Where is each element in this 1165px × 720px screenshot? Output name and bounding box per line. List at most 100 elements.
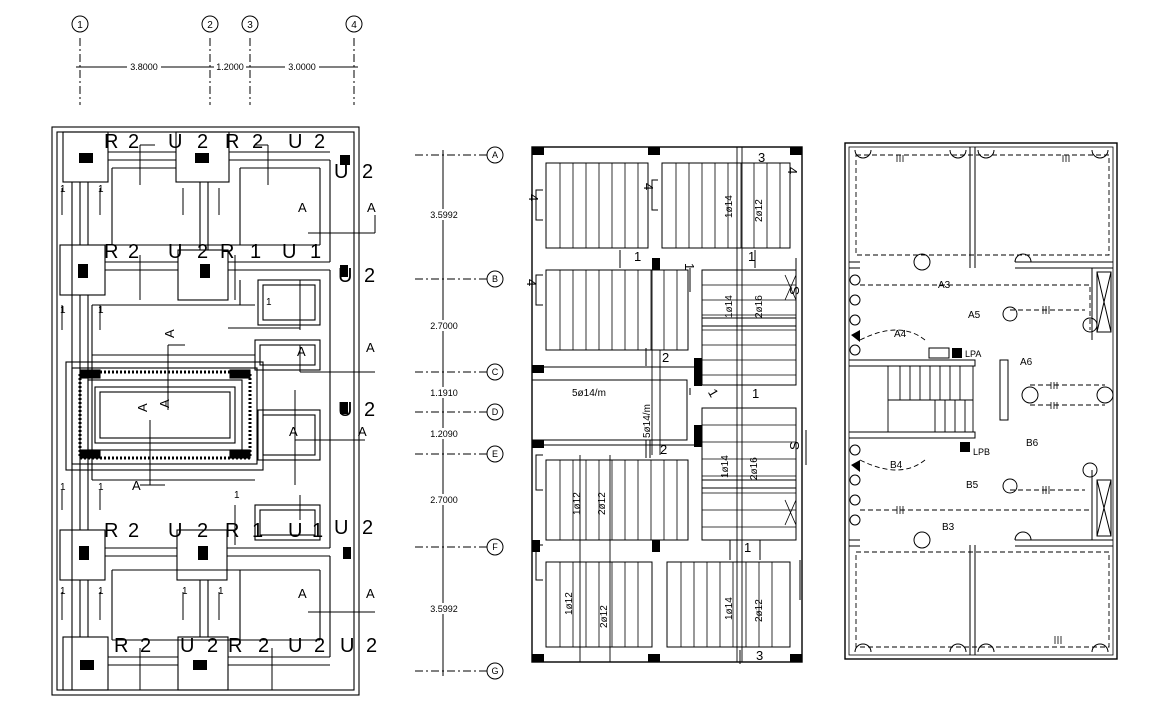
beam-mark: 1 bbox=[98, 586, 104, 597]
footing-tag: U bbox=[334, 517, 348, 539]
footing-tag: R bbox=[114, 635, 128, 657]
footing-tag: 2 bbox=[362, 517, 373, 539]
footing-tag: 2 bbox=[314, 131, 325, 153]
rebar-label: 1ø12 bbox=[572, 492, 583, 515]
dimension-text: 2.7000 bbox=[430, 321, 458, 331]
footing-tag: 2 bbox=[364, 399, 375, 421]
rebar-label: 2ø12 bbox=[754, 599, 765, 622]
beam-mark: 1 bbox=[98, 184, 104, 195]
circuit-label: B6 bbox=[1026, 438, 1039, 449]
slab-number: 4 bbox=[524, 279, 539, 286]
beam-mark: 1 bbox=[60, 586, 66, 597]
beam-mark: 1 bbox=[98, 482, 104, 493]
pit-rooms bbox=[91, 279, 321, 541]
footing-tag: U bbox=[340, 635, 354, 657]
slab-columns bbox=[532, 147, 802, 662]
rebar-label: 1ø12 bbox=[564, 592, 575, 615]
footing-tag: U bbox=[288, 131, 302, 153]
dimension-text: 3.8000 bbox=[130, 62, 158, 72]
section-mark: A bbox=[297, 344, 306, 359]
ground-beams bbox=[71, 151, 331, 690]
panel-label: LPB bbox=[973, 447, 990, 457]
section-mark: A bbox=[132, 478, 141, 493]
dimension-text: 3.5992 bbox=[430, 604, 458, 614]
grid-label: F bbox=[492, 542, 498, 552]
dimension-text: 3.5992 bbox=[430, 210, 458, 220]
beam-mark: 1 bbox=[60, 482, 66, 493]
beam-mark: 1 bbox=[182, 586, 188, 597]
footing-tag: 2 bbox=[128, 241, 139, 263]
slab-number: 2 bbox=[660, 442, 667, 457]
slab-number: 3 bbox=[756, 648, 763, 663]
footing-tag: 2 bbox=[140, 635, 151, 657]
dimension-text: 1.2090 bbox=[430, 429, 458, 439]
rebar-label: 5ø14/m bbox=[572, 388, 606, 399]
slab-number: 1 bbox=[748, 249, 755, 264]
elevator-pit bbox=[65, 361, 264, 471]
slab-labels: 3 4 4 4 4 1 1 1 2 1 1 2 1 3 S S 1ø14 2ø1… bbox=[524, 150, 802, 663]
electrical-labels: A3 A4 A5 A6 B3 B4 B5 B6 LPA LPB bbox=[890, 280, 1039, 533]
side-grid-labels: A B C D E F G 3.5992 2.7000 1.1910 1.209… bbox=[428, 150, 499, 676]
rebar-label: 1ø14 bbox=[724, 597, 735, 620]
beam-mark: 1 bbox=[218, 586, 224, 597]
footing-tag: U bbox=[168, 520, 182, 542]
slab-beams bbox=[532, 147, 796, 662]
circuit-routes bbox=[855, 154, 1110, 648]
rebar-label: 2ø12 bbox=[754, 199, 765, 222]
rebar-label: 2ø16 bbox=[749, 457, 760, 480]
section-mark: A bbox=[366, 586, 375, 601]
circuit-label: B5 bbox=[966, 480, 979, 491]
stair bbox=[887, 365, 974, 433]
footing-tag: 2 bbox=[252, 131, 263, 153]
circuit-label: A5 bbox=[968, 310, 981, 321]
footing-tag: R bbox=[220, 241, 234, 263]
beam-mark: 1 bbox=[60, 184, 66, 195]
slab-number: 4 bbox=[641, 183, 656, 190]
section-mark: A bbox=[298, 586, 307, 601]
grid-bubble bbox=[241, 15, 259, 33]
footing-tag: 1 bbox=[310, 241, 321, 263]
footing-tag: U bbox=[282, 241, 296, 263]
footing-tag: 2 bbox=[362, 161, 373, 183]
section-mark: A bbox=[162, 329, 177, 338]
rebar-label: 2ø16 bbox=[754, 295, 765, 318]
rebar-label: 1ø14 bbox=[720, 455, 731, 478]
circuit-label: B4 bbox=[890, 460, 903, 471]
slab-tag: S bbox=[787, 441, 802, 450]
footing-tag: U bbox=[288, 520, 302, 542]
grid-label: G bbox=[491, 666, 498, 676]
footing-tag: U bbox=[180, 635, 194, 657]
panel-boards bbox=[851, 330, 970, 472]
dimension-text: 1.2000 bbox=[216, 62, 244, 72]
top-grid bbox=[71, 15, 363, 105]
circuit-label: A6 bbox=[1020, 357, 1033, 368]
slab-number: 4 bbox=[526, 194, 541, 201]
section-mark: A bbox=[135, 403, 150, 412]
section-mark: A bbox=[358, 424, 367, 439]
switch-ticks bbox=[896, 155, 1070, 644]
beam-mark: 1 bbox=[234, 490, 240, 501]
slab-number: 4 bbox=[785, 167, 800, 174]
section-mark: A bbox=[289, 424, 298, 439]
rib-panels bbox=[545, 162, 797, 648]
column-marks bbox=[78, 153, 351, 670]
footing-tag: R bbox=[228, 635, 242, 657]
footing-tag: 2 bbox=[207, 635, 218, 657]
side-grid bbox=[415, 146, 504, 680]
foundation-labels: R 2 U 2 R 2 U 2 R 2 U 2 R 1 U 1 R 2 U 2 … bbox=[60, 131, 377, 657]
section-mark: A bbox=[366, 340, 375, 355]
slab-number: 1 bbox=[682, 263, 697, 270]
footing-tag: U bbox=[288, 635, 302, 657]
footing-tag: U bbox=[338, 399, 352, 421]
partitions bbox=[849, 147, 1113, 655]
footing-tag: 1 bbox=[312, 520, 323, 542]
footing-tag: R bbox=[104, 131, 118, 153]
dimension-text: 3.0000 bbox=[288, 62, 316, 72]
footing-tag: 2 bbox=[258, 635, 269, 657]
rebar-label: 1ø14 bbox=[724, 295, 735, 318]
light-fixtures bbox=[849, 149, 1114, 653]
grid-bubble bbox=[345, 15, 363, 33]
beam-mark: 1 bbox=[60, 305, 66, 316]
grid-label: B bbox=[492, 274, 498, 284]
grid-label: D bbox=[492, 407, 499, 417]
